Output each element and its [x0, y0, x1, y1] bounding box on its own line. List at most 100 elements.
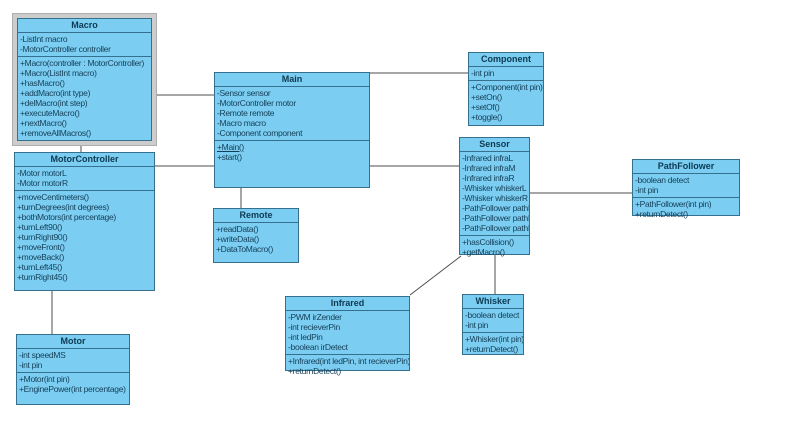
attributes-compartment: -int pin: [469, 67, 543, 81]
attribute-row: -PathFollower pathL: [462, 203, 529, 213]
method-row: +delMacro(int step): [20, 98, 88, 108]
attributes-compartment: -int speedMS-int pin: [17, 349, 129, 373]
method-row: +turnLeft90(): [17, 222, 63, 232]
method-row: +hasMacro(): [20, 78, 65, 88]
class-title-macro: Macro: [18, 19, 151, 33]
attribute-row: -ListInt macro: [20, 34, 68, 44]
attribute-row: -Infrared infraR: [462, 173, 515, 183]
class-macro[interactable]: Macro-ListInt macro-MotorController cont…: [17, 18, 152, 141]
method-row: +DataToMacro(): [216, 244, 273, 254]
method-row: +writeData(): [216, 234, 259, 244]
method-row: +EnginePower(int percentage): [19, 384, 126, 394]
method-row: +turnDegrees(int degrees): [17, 202, 109, 212]
attribute-row: -int recieverPin: [288, 322, 340, 332]
method-row: +returnDetect(): [465, 344, 518, 354]
attribute-row: -Sensor sensor: [217, 88, 271, 98]
class-title-motorcontroller: MotorController: [15, 153, 154, 167]
method-row: +nextMacro(): [20, 118, 67, 128]
methods-compartment: +Motor(int pin)+EnginePower(int percenta…: [17, 373, 129, 404]
method-row: +Macro(controller : MotorController): [20, 58, 145, 68]
class-title-motor: Motor: [17, 335, 129, 349]
method-row: +moveCentimeters(): [17, 192, 89, 202]
class-remote[interactable]: Remote+readData()+writeData()+DataToMacr…: [213, 208, 299, 263]
class-main[interactable]: Main-Sensor sensor-MotorController motor…: [214, 72, 370, 188]
class-title-infrared: Infrared: [286, 297, 409, 311]
class-whisker[interactable]: Whisker-boolean detect-int pin+Whisker(i…: [462, 294, 524, 355]
method-row: +moveBack(): [17, 252, 65, 262]
attribute-row: -Whisker whiskerR: [462, 193, 528, 203]
class-title-sensor: Sensor: [460, 138, 529, 152]
class-sensor[interactable]: Sensor-Infrared infraL-Infrared infraM-I…: [459, 137, 530, 257]
attribute-row: -boolean detect: [465, 310, 520, 320]
methods-compartment: +Whisker(int pin)+returnDetect(): [463, 333, 523, 356]
attributes-compartment: -boolean detect-int pin: [463, 309, 523, 333]
attribute-row: -int ledPin: [288, 332, 323, 342]
methods-compartment: +Macro(controller : MotorController)+Mac…: [18, 57, 151, 140]
method-row: +addMacro(int type): [20, 88, 91, 98]
attribute-row: -int pin: [471, 68, 495, 78]
method-row: +returnDetect(): [635, 209, 688, 219]
attribute-row: -boolean detect: [635, 175, 690, 185]
method-row: +Motor(int pin): [19, 374, 70, 384]
method-row: +Infrared(int ledPin, int recieverPin): [288, 356, 409, 366]
method-row: +returnDetect(): [288, 366, 341, 376]
method-row: +setOn(): [471, 92, 502, 102]
attribute-row: -int pin: [635, 185, 659, 195]
class-title-component: Component: [469, 53, 543, 67]
method-row: +Whisker(int pin): [465, 334, 523, 344]
class-motorcontroller[interactable]: MotorController-Motor motorL-Motor motor…: [14, 152, 155, 291]
attributes-compartment: -PWM irZender-int recieverPin-int ledPin…: [286, 311, 409, 355]
attribute-row: -Remote remote: [217, 108, 275, 118]
method-row: +setOf(): [471, 102, 500, 112]
attribute-row: -int speedMS: [19, 350, 66, 360]
method-row: +executeMacro(): [20, 108, 80, 118]
method-row: +toggle(): [471, 112, 503, 122]
method-row: +Main(): [217, 142, 244, 152]
methods-compartment: +readData()+writeData()+DataToMacro(): [214, 223, 298, 262]
method-row: +readData(): [216, 224, 259, 234]
class-title-pathfollower: PathFollower: [633, 160, 739, 174]
class-infrared[interactable]: Infrared-PWM irZender-int recieverPin-in…: [285, 296, 410, 376]
method-row: +bothMotors(int percentage): [17, 212, 116, 222]
attributes-compartment: -boolean detect-int pin: [633, 174, 739, 198]
attribute-row: -MotorController controller: [20, 44, 111, 54]
class-title-main: Main: [215, 73, 369, 87]
methods-compartment: +moveCentimeters()+turnDegrees(int degre…: [15, 191, 154, 290]
attribute-row: -PathFollower pathM: [462, 213, 529, 223]
method-row: +hasCollision(): [462, 237, 514, 247]
attribute-row: -Macro macro: [217, 118, 266, 128]
methods-compartment: +Component(int pin)+setOn()+setOf()+togg…: [469, 81, 543, 125]
attributes-compartment: -ListInt macro-MotorController controlle…: [18, 33, 151, 57]
method-row: +turnRight45(): [17, 272, 68, 282]
attribute-row: -PathFollower pathR: [462, 223, 529, 233]
attributes-compartment: -Sensor sensor-MotorController motor-Rem…: [215, 87, 369, 141]
connector-sensor-infrared[interactable]: [409, 255, 462, 296]
attribute-row: -PWM irZender: [288, 312, 342, 322]
methods-compartment: +Infrared(int ledPin, int recieverPin)+r…: [286, 355, 409, 378]
attribute-row: -Motor motorL: [17, 168, 67, 178]
attribute-row: -Motor motorR: [17, 178, 68, 188]
attribute-row: -Component component: [217, 128, 303, 138]
method-row: +moveFront(): [17, 242, 65, 252]
class-component[interactable]: Component-int pin+Component(int pin)+set…: [468, 52, 544, 126]
methods-compartment: +PathFollower(int pin)+returnDetect(): [633, 198, 739, 221]
attribute-row: -MotorController motor: [217, 98, 296, 108]
method-row: +PathFollower(int pin): [635, 199, 712, 209]
attribute-row: -Infrared infraM: [462, 163, 516, 173]
class-title-whisker: Whisker: [463, 295, 523, 309]
method-row: +Component(int pin): [471, 82, 543, 92]
method-row: +getMacro(): [462, 247, 505, 257]
attribute-row: -boolean irDetect: [288, 342, 348, 352]
methods-compartment: +Main()+start(): [215, 141, 369, 187]
class-motor[interactable]: Motor-int speedMS-int pin+Motor(int pin)…: [16, 334, 130, 405]
attributes-compartment: -Infrared infraL-Infrared infraM-Infrare…: [460, 152, 529, 236]
method-row: +turnLeft45(): [17, 262, 63, 272]
method-row: +Macro(ListInt macro): [20, 68, 97, 78]
class-title-remote: Remote: [214, 209, 298, 223]
methods-compartment: +hasCollision()+getMacro(): [460, 236, 529, 259]
class-pathfollower[interactable]: PathFollower-boolean detect-int pin+Path…: [632, 159, 740, 219]
attribute-row: -Infrared infraL: [462, 153, 513, 163]
method-row: +start(): [217, 152, 242, 162]
